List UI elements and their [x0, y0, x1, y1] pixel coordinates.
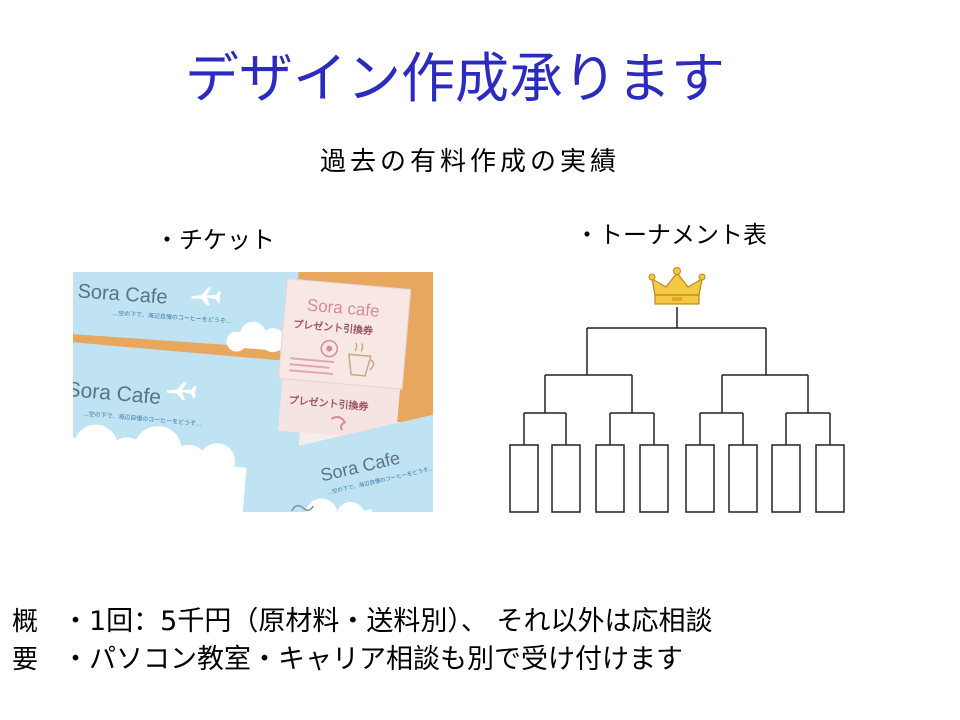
slide-title: デザイン作成承ります — [185, 47, 725, 110]
summary-list: ・1回：5千円（原材料・送料別）、 それ以外は応相談 ・パソコン教室・キャリア相… — [62, 603, 712, 679]
tournament-bracket — [509, 267, 845, 513]
coupon-logo — [320, 339, 339, 358]
bracket-entry-box — [685, 444, 715, 513]
bracket-entry-box — [639, 444, 669, 513]
coupon-2-arrow — [330, 416, 347, 431]
coupon-text-line — [290, 357, 335, 364]
coffee-cup-icon — [348, 342, 375, 377]
summary-item-other-services: ・パソコン教室・キャリア相談も別で受け付けます — [62, 644, 683, 675]
coupon-2: プレゼント引換券 — [277, 370, 401, 441]
ticket-3-doodle — [291, 504, 315, 512]
ticket-1: Sora Cafe …空の下で、海辺自慢のコーヒーをどうぞ… — [73, 272, 300, 357]
ticket-1-body — [73, 272, 300, 350]
bracket-entry-box — [595, 444, 625, 513]
coupon-logo-center — [326, 345, 333, 352]
airplane-icon — [166, 382, 197, 401]
ticket-3-body — [266, 406, 433, 512]
summary-heading: 概要 — [12, 607, 39, 675]
bracket-entry-box — [771, 444, 801, 513]
slide-subtitle: 過去の有料作成の実績 — [320, 147, 621, 177]
coupon-2-body — [277, 370, 401, 441]
ticket-photo: Sora Cafe …空の下で、海辺自慢のコーヒーをどうぞ… Sora Cafe — [73, 272, 433, 512]
bracket-entry-box — [728, 444, 758, 513]
bracket-entry-box — [509, 444, 539, 513]
coupon-1: Sora cafe プレゼント引換券 — [277, 278, 412, 390]
cloud-icon — [226, 321, 298, 357]
crown-icon — [648, 267, 706, 305]
airplane-icon — [191, 287, 222, 306]
ticket-2: Sora Cafe …空の下で、海辺自慢のコーヒーをどうぞ… — [73, 339, 306, 512]
example-label-ticket: ・チケット — [155, 226, 275, 254]
summary-item-price: ・1回：5千円（原材料・送料別）、 それ以外は応相談 — [62, 606, 713, 637]
cloud-icon — [73, 424, 247, 512]
coupon-text-line — [289, 363, 330, 369]
coupon-1-body — [277, 278, 412, 390]
ticket-3: Sora Cafe …空の下で、海辺自慢のコーヒーをどうぞ… — [266, 406, 433, 512]
bracket-entry-box — [551, 444, 581, 513]
coupon-text-line — [289, 369, 334, 376]
example-label-bracket: ・トーナメント表 — [575, 221, 767, 249]
bracket-entry-box — [815, 444, 845, 513]
